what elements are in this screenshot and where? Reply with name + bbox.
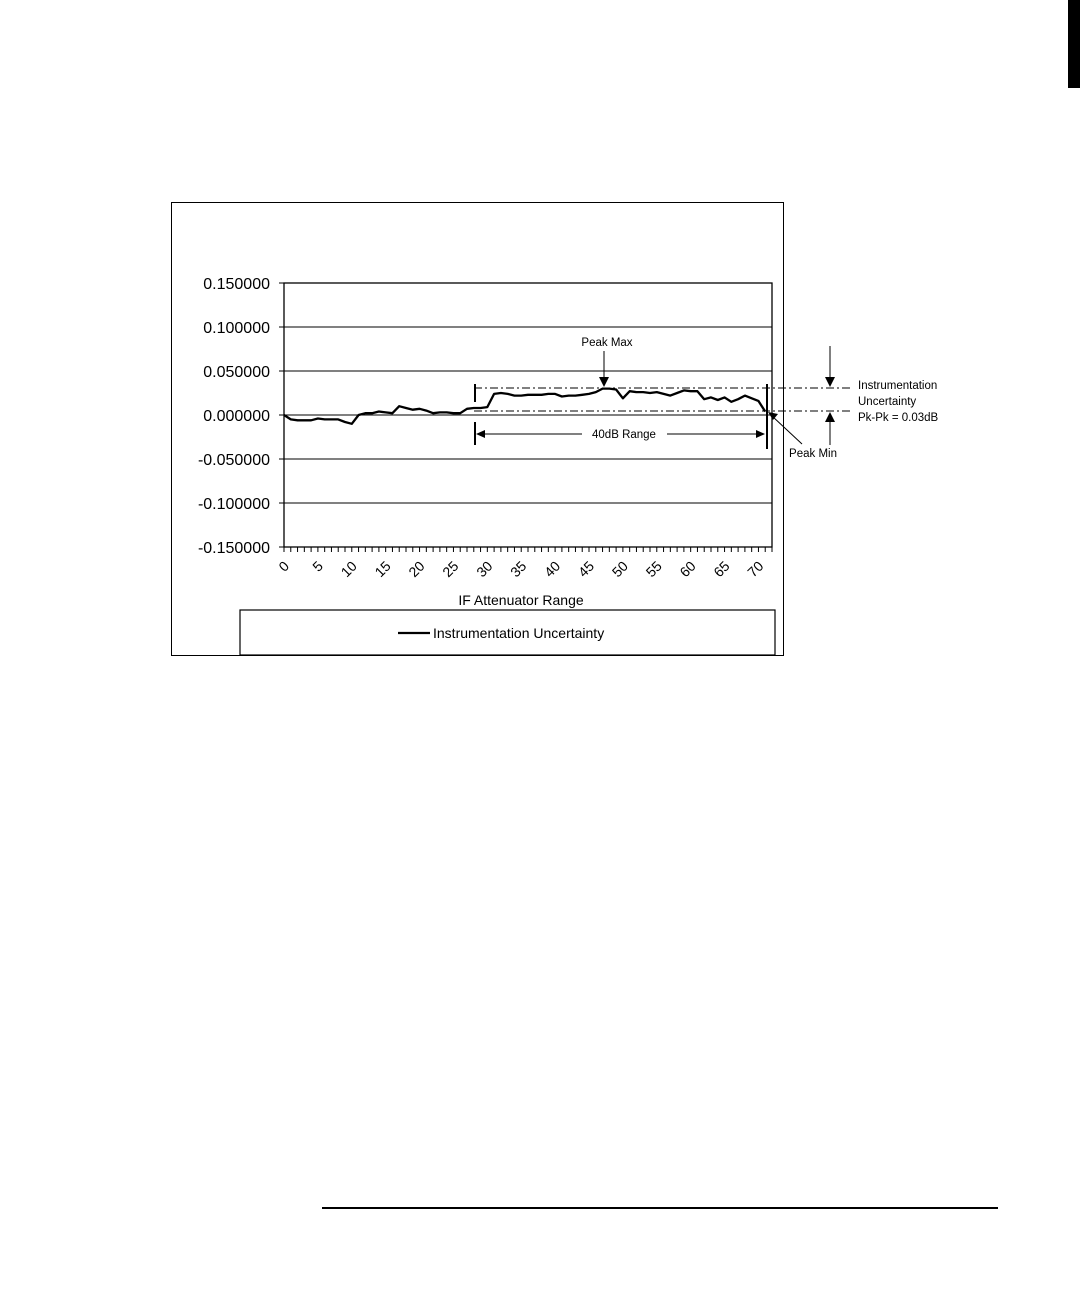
x-tick-label: 50: [609, 558, 631, 580]
x-tick-label: 30: [473, 558, 495, 580]
x-tick-label: 60: [676, 558, 698, 580]
x-tick-label: 35: [507, 558, 529, 580]
x-tick-label: 25: [439, 558, 461, 580]
peak-min-arrow-head: [768, 412, 778, 420]
y-tick-label: 0.050000: [203, 364, 270, 381]
legend-label: Instrumentation Uncertainty: [433, 625, 604, 641]
uncertainty-arrow-up-head: [825, 412, 835, 422]
peak-min-arrow-line: [772, 416, 802, 444]
x-tick-label: 20: [405, 558, 427, 580]
x-tick-label: 10: [338, 558, 360, 580]
y-tick-label: -0.150000: [198, 540, 270, 557]
peak-max-arrow-head: [599, 377, 609, 387]
y-tick-label: 0.100000: [203, 320, 270, 337]
uncertainty-label-line-3: Pk-Pk = 0.03dB: [858, 412, 939, 424]
uncertainty-label-line-1: Instrumentation: [858, 380, 937, 392]
peak-min-label: Peak Min: [789, 448, 837, 460]
x-tick-label: 40: [541, 558, 563, 580]
chart-svg: 0.150000 0.100000 0.050000 0.000000 -0.05000…: [0, 0, 1080, 700]
uncertainty-label-line-2: Uncertainty: [858, 396, 916, 408]
y-tick-label: 0.150000: [203, 276, 270, 293]
x-tick-label: 5: [309, 558, 326, 575]
range-label: 40dB Range: [592, 429, 656, 441]
peak-max-label: Peak Max: [581, 337, 632, 349]
y-tick-label: -0.050000: [198, 452, 270, 469]
x-tick-label: 55: [643, 558, 665, 580]
x-tick-label: 15: [371, 558, 393, 580]
y-tick-label: -0.100000: [198, 496, 270, 513]
x-axis-label: IF Attenuator Range: [458, 592, 584, 608]
x-tick-label: 45: [575, 558, 597, 580]
footer-rule: [322, 1207, 998, 1209]
y-tick-label: 0.000000: [203, 408, 270, 425]
range-arrow-left-head: [476, 430, 485, 438]
y-axis-ticks: 0.150000 0.100000 0.050000 0.000000 -0.05000…: [198, 276, 284, 557]
x-tick-label: 0: [275, 558, 292, 575]
range-arrow-right-head: [756, 430, 765, 438]
x-tick-label: 65: [710, 558, 732, 580]
x-tick-label: 70: [744, 558, 766, 580]
series-line-instrumentation-uncertainty: [284, 389, 765, 424]
uncertainty-arrow-down-head: [825, 377, 835, 387]
